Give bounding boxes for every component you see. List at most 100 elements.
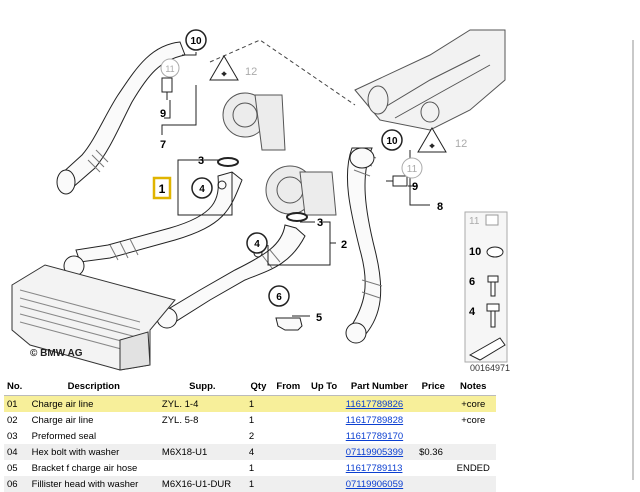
callout-circle-10-left: 10: [185, 29, 207, 51]
hose-upper-left: [56, 41, 186, 195]
part-number-link[interactable]: 11617789113: [345, 462, 403, 474]
row-description: Hex bolt with washer: [28, 444, 159, 460]
svg-text:6: 6: [276, 292, 282, 303]
row-notes: +core: [461, 414, 486, 426]
row-description: Charge air line: [28, 395, 159, 412]
row-price: [416, 395, 451, 412]
callout-3-lower: 3: [317, 217, 323, 229]
col-supp: Supp.: [158, 377, 246, 396]
col-from: From: [271, 377, 306, 396]
callout-9-right: 9: [412, 181, 418, 193]
svg-text:4: 4: [469, 306, 476, 318]
col-price: Price: [416, 377, 451, 396]
svg-text:6: 6: [469, 276, 475, 288]
row-price: [416, 460, 450, 476]
seal-upper: [217, 157, 239, 167]
callout-1-selected[interactable]: 1: [152, 176, 172, 200]
row-from: [271, 428, 305, 444]
svg-text:10: 10: [190, 36, 202, 47]
row-qty: 1: [245, 395, 272, 412]
callout-8: 8: [437, 201, 443, 213]
row-notes: ENDED: [456, 462, 490, 474]
svg-text:12: 12: [455, 138, 467, 150]
row-from: [271, 444, 306, 460]
svg-text:12: 12: [245, 66, 257, 78]
turbocharger-upper: [222, 92, 286, 151]
row-notes: +core: [450, 395, 496, 412]
sensor-right: [386, 175, 408, 187]
row-qty: 1: [248, 462, 255, 474]
svg-text:10: 10: [469, 246, 481, 258]
row-no: 05: [7, 462, 18, 474]
part-number-link[interactable]: 07119906059: [345, 478, 404, 490]
row-description: Charge air line: [31, 414, 94, 426]
copyright-label: © BMW AG: [30, 348, 83, 359]
svg-text:11: 11: [469, 216, 480, 227]
svg-text:11: 11: [165, 64, 174, 74]
diagram-code: 00164971: [470, 363, 511, 373]
callout-circle-11-left: 11: [160, 58, 180, 78]
svg-text:10: 10: [386, 136, 398, 147]
svg-text:⌖: ⌖: [220, 69, 227, 79]
warning-triangle-icon-right: ⌖ 12: [417, 127, 467, 153]
row-part-number: 11617789828: [343, 412, 416, 428]
part-number-link[interactable]: 11617789826: [345, 398, 404, 410]
row-supp: M6X18-U1: [158, 444, 246, 460]
row-qty: 4: [245, 444, 272, 460]
table-row[interactable]: 05 Bracket f charge air hose 1 116177891…: [4, 460, 496, 476]
row-supp: [159, 460, 246, 476]
warning-triangle-icon-left: ⌖ 12: [209, 55, 257, 81]
row-from: [271, 412, 305, 428]
row-upto: [305, 395, 343, 412]
row-notes: [450, 476, 496, 492]
part-number-link[interactable]: 11617789828: [345, 414, 404, 426]
row-part-number: 07119906059: [342, 476, 417, 492]
callout-7: 7: [160, 139, 166, 151]
col-part-number: Part Number: [342, 377, 417, 396]
row-part-number: 11617789826: [342, 395, 417, 412]
row-qty: 1: [245, 476, 272, 492]
row-part-number: 11617789170: [343, 428, 416, 444]
part-number-link[interactable]: 07119905399: [345, 446, 404, 458]
parts-diagram: 10 10 11 11 4 4 6 ⌖ 12: [11, 29, 511, 373]
intercooler: [11, 264, 176, 371]
row-no: 02: [7, 414, 18, 426]
table-row[interactable]: 01 Charge air line ZYL. 1-4 1 1161778982…: [4, 395, 496, 412]
table-row[interactable]: 04 Hex bolt with washer M6X18-U1 4 07119…: [4, 444, 496, 460]
page-scrollbar[interactable]: [632, 40, 634, 480]
svg-text:⌖: ⌖: [428, 141, 435, 151]
svg-text:4: 4: [254, 239, 260, 250]
hose-right: [345, 147, 383, 344]
seal-lower: [286, 212, 308, 222]
row-upto: [305, 412, 342, 428]
svg-text:1: 1: [159, 182, 166, 196]
table-row[interactable]: 02 Charge air line ZYL. 5-8 1 1161778982…: [4, 412, 496, 428]
row-description: Preformed seal: [31, 430, 97, 442]
callout-9-left: 9: [160, 108, 166, 120]
row-supp: M6X16-U1-DUR: [158, 476, 246, 492]
row-from: [271, 395, 306, 412]
row-upto: [305, 428, 342, 444]
svg-text:11: 11: [407, 164, 418, 175]
row-from: [271, 460, 305, 476]
table-row[interactable]: 06 Fillister head with washer M6X16-U1-D…: [4, 476, 496, 492]
callout-3-upper: 3: [198, 155, 204, 167]
row-price: $0.36: [416, 444, 451, 460]
row-part-number: 11617789113: [343, 460, 416, 476]
part-number-link[interactable]: 11617789170: [345, 430, 404, 442]
row-supp: ZYL. 1-4: [158, 395, 246, 412]
col-notes: Notes: [450, 377, 496, 396]
bracket: [275, 317, 303, 331]
row-upto: [305, 460, 342, 476]
callout-circle-11-right: 11: [401, 157, 423, 179]
hex-bolt-b: [217, 180, 227, 190]
fastener-legend: 11 10 6 4: [464, 211, 508, 363]
row-supp: [159, 428, 246, 444]
svg-text:4: 4: [199, 184, 205, 195]
callout-circle-4-upper: 4: [191, 177, 213, 199]
charge-air-line-2: [156, 224, 306, 329]
row-upto: [305, 476, 343, 492]
table-row[interactable]: 03 Preformed seal 2 11617789170: [4, 428, 496, 444]
row-qty: 2: [248, 430, 255, 442]
table-header-row: No. Description Supp. Qty From Up To Par…: [4, 377, 496, 396]
